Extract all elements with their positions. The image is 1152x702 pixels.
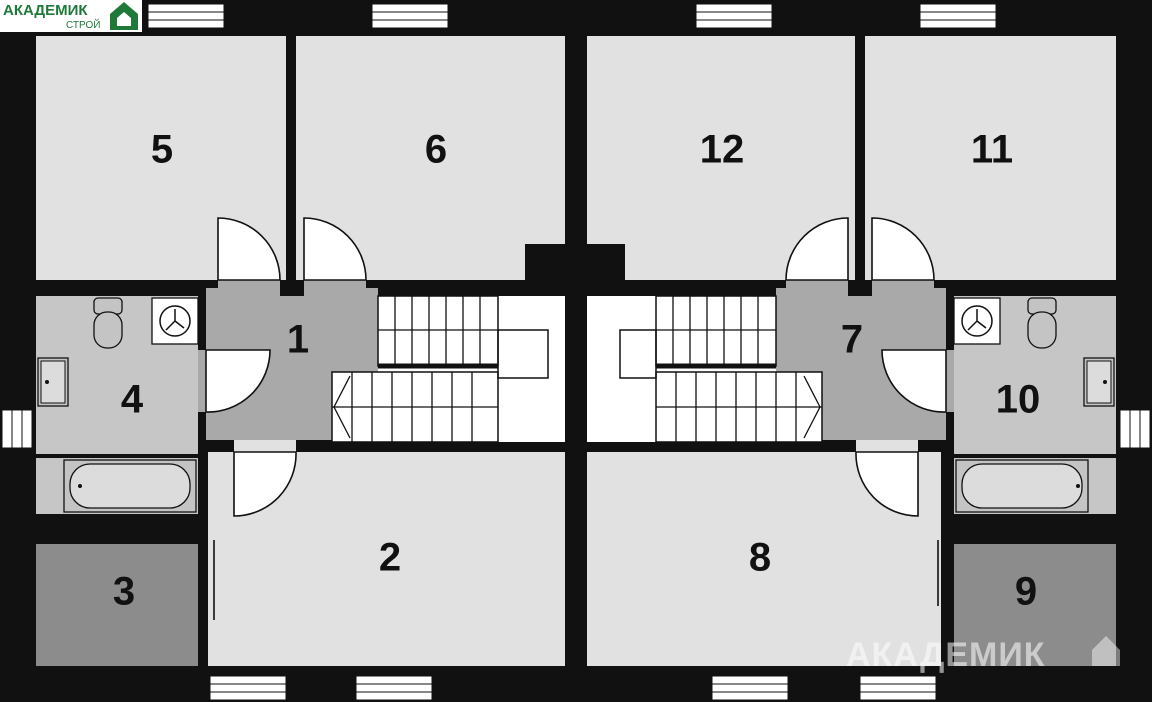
chimney-block <box>525 244 625 280</box>
room-9 <box>954 544 1116 666</box>
staircase-left <box>331 295 565 443</box>
logo-subtitle: СТРОЙ <box>66 18 100 31</box>
window-top-2 <box>371 3 449 29</box>
door-room-2 <box>233 451 297 517</box>
window-top-3 <box>695 3 773 29</box>
window-sash-lines <box>11 11 1141 693</box>
window-top-1 <box>147 3 225 29</box>
doors <box>198 217 954 620</box>
room-label-7: 7 <box>841 318 863 362</box>
wall-post-right <box>848 280 872 296</box>
room-label-6: 6 <box>425 128 447 172</box>
window-bottom-1 <box>209 675 287 701</box>
door-room-10 <box>881 349 947 413</box>
room-label-11: 11 <box>971 128 1013 172</box>
room-labels: 1 2 3 4 5 6 7 8 9 10 11 12 <box>113 128 1040 614</box>
room-label-8: 8 <box>749 536 771 580</box>
window-bottom-2 <box>355 675 433 701</box>
staircase-right <box>587 295 823 443</box>
brand-logo: АКАДЕМИК СТРОЙ <box>0 0 142 32</box>
wall-post-left <box>280 280 304 296</box>
room-label-10: 10 <box>996 378 1041 422</box>
door-room-6 <box>303 217 367 281</box>
room-label-5: 5 <box>151 128 173 172</box>
door-room-11 <box>871 217 935 281</box>
room-label-2: 2 <box>379 536 401 580</box>
watermark-logo-icon <box>1092 636 1120 666</box>
room-label-12: 12 <box>700 128 745 172</box>
bathroom-fixtures-left <box>37 297 199 513</box>
toilet-icon <box>93 311 123 349</box>
door-room-4 <box>205 349 271 413</box>
room-label-3: 3 <box>113 570 135 614</box>
door-room-12 <box>785 217 849 281</box>
room-label-1: 1 <box>287 318 309 362</box>
room-3 <box>36 544 198 666</box>
logo-name: АКАДЕМИК <box>3 2 88 19</box>
window-left <box>1 409 33 449</box>
toilet-icon <box>1027 311 1057 349</box>
door-room-5 <box>217 217 281 281</box>
watermark-text: АКАДЕМИК <box>846 636 1046 674</box>
door-room-8 <box>855 451 919 517</box>
window-bottom-4 <box>859 675 937 701</box>
window-right <box>1119 409 1151 449</box>
room-label-9: 9 <box>1015 570 1037 614</box>
window-top-4 <box>919 3 997 29</box>
windows <box>1 3 1151 701</box>
window-bottom-3 <box>711 675 789 701</box>
bathroom-fixtures-right <box>953 297 1115 513</box>
room-label-4: 4 <box>121 378 144 422</box>
